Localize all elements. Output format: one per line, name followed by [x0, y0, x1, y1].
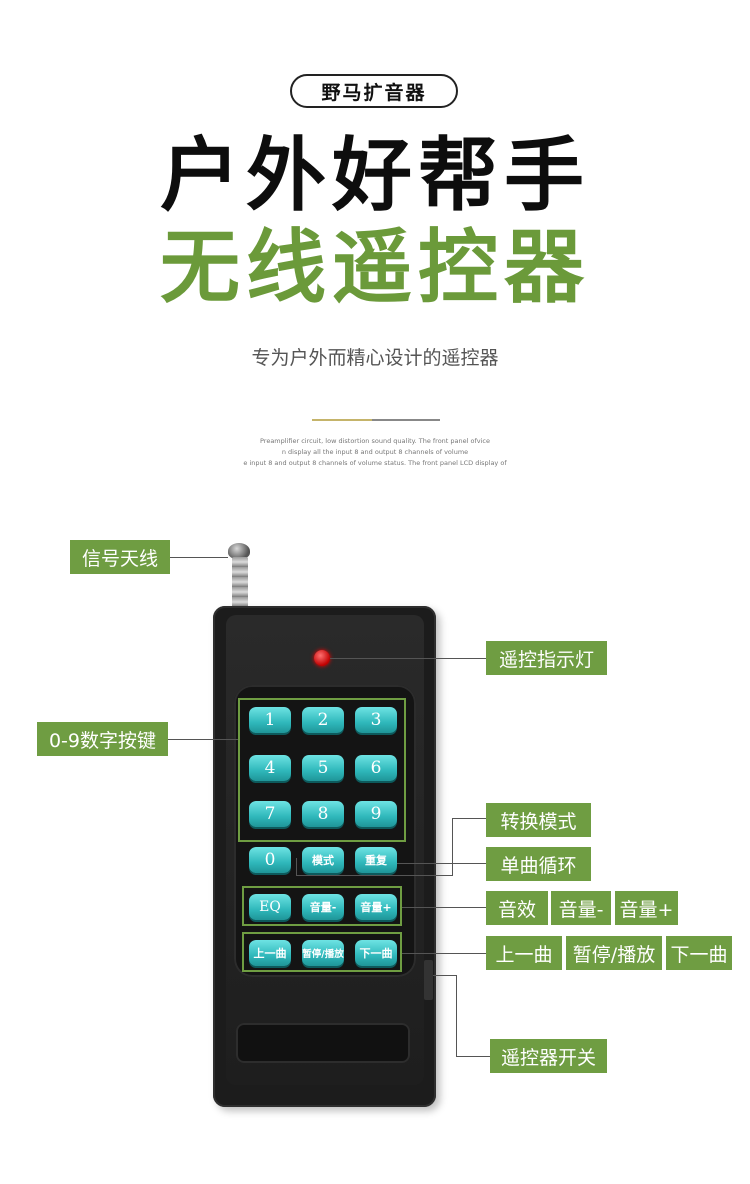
key-6[interactable]: 6 — [355, 755, 397, 781]
battery-slot — [236, 1023, 410, 1063]
key-0[interactable]: 0 — [249, 847, 291, 873]
volume-down-key[interactable]: 音量- — [302, 894, 344, 920]
switch-line-h — [433, 975, 457, 976]
power-switch-label: 遥控器开关 — [490, 1039, 607, 1073]
eq-key[interactable]: EQ — [249, 894, 291, 920]
antenna-label: 信号天线 — [70, 540, 170, 574]
number-keys-box — [238, 698, 406, 842]
sound-keys-box — [242, 886, 402, 926]
volume-up-label: 音量+ — [615, 891, 678, 925]
track-keys-box — [242, 932, 402, 972]
divider-gray — [372, 419, 440, 421]
key-7[interactable]: 7 — [249, 801, 291, 827]
key-4[interactable]: 4 — [249, 755, 291, 781]
pause-play-label: 暂停/播放 — [566, 936, 662, 970]
number-keys-label: 0-9数字按键 — [37, 722, 168, 756]
mode-line-up — [296, 858, 297, 876]
switch-line-v — [456, 975, 457, 1056]
next-track-key[interactable]: 下一曲 — [355, 940, 397, 966]
mode-line-h — [452, 818, 486, 819]
fine-print-line-3: e input 8 and output 8 channels of volum… — [243, 459, 507, 467]
indicator-led — [314, 650, 330, 666]
prev-track-key[interactable]: 上一曲 — [249, 940, 291, 966]
headline-primary: 户外好帮手 — [160, 129, 590, 222]
volume-down-label: 音量- — [551, 891, 611, 925]
divider-gold — [312, 419, 372, 421]
sound-effect-label: 音效 — [486, 891, 548, 925]
antenna-line — [170, 557, 228, 558]
sound-line — [402, 907, 486, 908]
mode-line-v — [452, 818, 453, 875]
subtitle: 专为户外而精心设计的遥控器 — [251, 347, 499, 369]
antenna — [232, 557, 248, 612]
play-pause-key[interactable]: 暂停/播放 — [302, 940, 344, 966]
indicator-label: 遥控指示灯 — [486, 641, 607, 675]
mode-line-bottom — [296, 875, 453, 876]
key-5[interactable]: 5 — [302, 755, 344, 781]
keypad-panel — [234, 685, 416, 977]
fine-print-line-1: Preamplifier circuit, low distortion sou… — [259, 437, 491, 445]
mode-key[interactable]: 模式 — [302, 847, 344, 873]
next-track-label: 下一曲 — [666, 936, 732, 970]
key-8[interactable]: 8 — [302, 801, 344, 827]
volume-up-key[interactable]: 音量+ — [355, 894, 397, 920]
repeat-line — [397, 863, 486, 864]
switch-line-end — [456, 1056, 490, 1057]
indicator-line — [330, 658, 486, 659]
mode-switch-label: 转换模式 — [486, 803, 591, 837]
key-3[interactable]: 3 — [355, 707, 397, 733]
fine-print-line-2: n display all the input 8 and output 8 c… — [281, 448, 469, 456]
headline-secondary: 无线遥控器 — [160, 221, 590, 314]
repeat-key[interactable]: 重复 — [355, 847, 397, 873]
power-switch[interactable] — [424, 960, 433, 1000]
track-line — [402, 953, 486, 954]
number-keys-line — [168, 739, 238, 740]
brand-badge: 野马扩音器 — [290, 74, 458, 108]
key-9[interactable]: 9 — [355, 801, 397, 827]
single-loop-label: 单曲循环 — [486, 847, 591, 881]
key-1[interactable]: 1 — [249, 707, 291, 733]
prev-track-label: 上一曲 — [486, 936, 562, 970]
key-2[interactable]: 2 — [302, 707, 344, 733]
antenna-tip — [228, 543, 250, 559]
